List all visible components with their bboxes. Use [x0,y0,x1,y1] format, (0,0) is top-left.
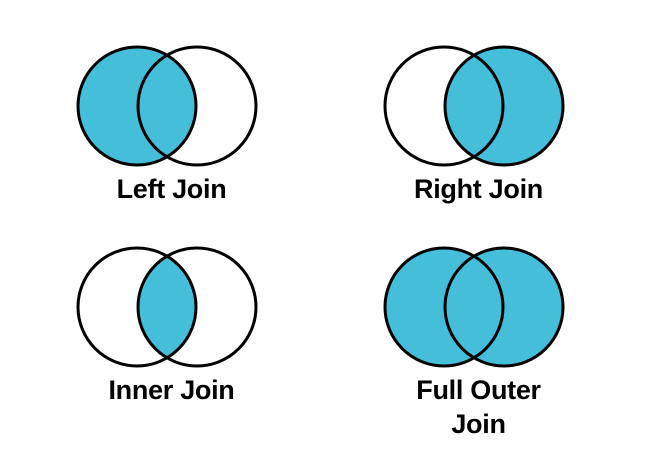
join-diagram-left-join: Left Join [18,12,325,242]
left-circle-outline [383,246,505,368]
venn-svg-right-join [383,45,565,167]
venn-svg-full-outer-join [383,246,565,368]
join-label-inner-join: Inner Join [108,375,235,405]
join-diagram-inner-join: Inner Join [18,213,325,443]
venn-svg-left-join [76,45,258,167]
join-diagram-full-outer-join: Full Outer Join [325,213,632,443]
right-circle-outline [136,246,258,368]
left-circle-outline [76,246,198,368]
intersection-region [138,47,196,165]
join-label-right-join: Right Join [414,174,543,204]
intersection-region [445,47,503,165]
join-diagram-right-join: Right Join [325,12,632,242]
intersection-region [138,248,196,366]
right-circle-outline [443,246,565,368]
join-label-left-join: Left Join [116,174,227,204]
join-label-full-outer-join: Full Outer Join [416,375,541,439]
venn-svg-inner-join [76,246,258,368]
left-circle-outline [76,45,198,167]
left-circle-outline [383,45,505,167]
right-circle-outline [136,45,258,167]
right-circle-outline [443,45,565,167]
